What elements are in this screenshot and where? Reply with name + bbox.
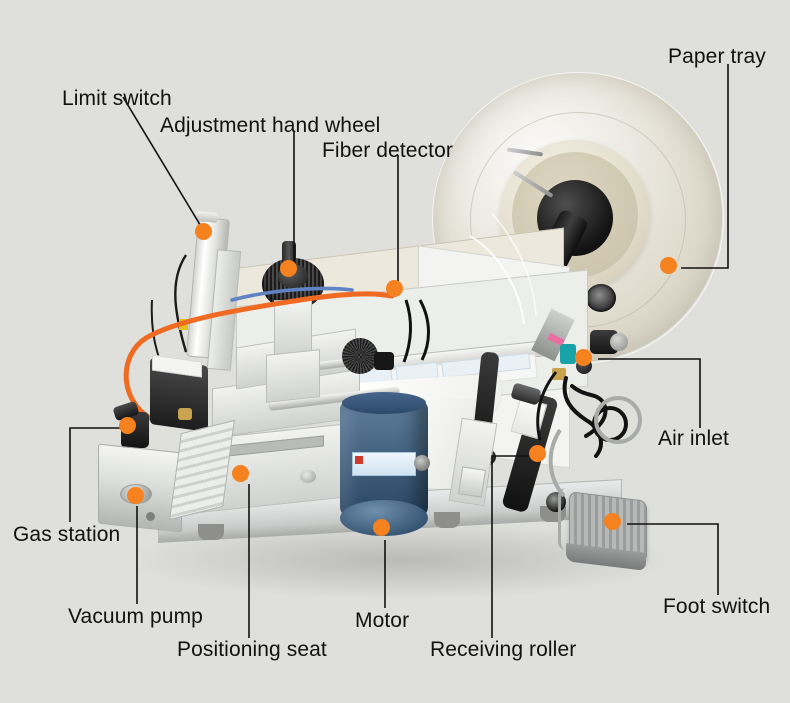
sensor-amber-tag — [179, 319, 188, 330]
positioning-seat-hole — [300, 470, 316, 483]
drive-gear-hub — [374, 352, 394, 370]
label-positioning-seat: Positioning seat — [177, 638, 327, 661]
label-gas-station: Gas station — [13, 523, 121, 546]
label-fiber-detector: Fiber detector — [322, 139, 453, 162]
label-vacuum-pump: Vacuum pump — [68, 605, 203, 628]
label-adjustment-hand-wheel: Adjustment hand wheel — [160, 114, 381, 137]
callout-dot-foot-switch[interactable] — [604, 513, 621, 530]
roll-shaft-end-cap — [586, 284, 616, 312]
callout-dot-receiving-roller[interactable] — [529, 445, 546, 462]
label-limit-switch: Limit switch — [62, 87, 172, 110]
label-air-inlet: Air inlet — [658, 427, 729, 450]
vacuum-pump-bolt — [146, 512, 155, 521]
hand-wheel-block — [266, 349, 320, 403]
callout-dot-motor[interactable] — [373, 519, 390, 536]
air-inlet-valve-teal — [560, 344, 576, 364]
limit-switch-cap — [195, 211, 219, 223]
callout-dot-air-inlet[interactable] — [575, 349, 592, 366]
motor-gearbox-nut — [414, 455, 430, 471]
callout-dot-adjustment-hand-wheel[interactable] — [280, 260, 297, 277]
gas-station-brass-fitting — [178, 408, 192, 420]
callout-dot-positioning-seat[interactable] — [232, 465, 249, 482]
motor-top-cap — [342, 392, 426, 414]
label-motor: Motor — [355, 609, 410, 632]
label-receiving-roller: Receiving roller — [430, 638, 577, 661]
roller-arm-clamp — [457, 466, 487, 498]
machine-foot — [434, 512, 460, 528]
label-foot-switch: Foot switch — [663, 595, 771, 618]
callout-dot-limit-switch[interactable] — [195, 223, 212, 240]
drive-gear — [342, 338, 378, 374]
callout-dot-gas-station[interactable] — [119, 417, 136, 434]
motor-nameplate-red-mark — [355, 456, 363, 464]
hand-wheel-stem — [282, 241, 296, 265]
machine-foot — [198, 524, 224, 540]
callout-dot-paper-tray[interactable] — [660, 257, 677, 274]
callout-dot-vacuum-pump[interactable] — [127, 487, 144, 504]
foot-switch-guard — [558, 488, 575, 550]
air-inlet-gauge-face — [610, 333, 628, 351]
callout-dot-fiber-detector[interactable] — [386, 280, 403, 297]
label-paper-tray: Paper tray — [668, 45, 766, 68]
air-inlet-fitting-brass — [552, 368, 566, 380]
